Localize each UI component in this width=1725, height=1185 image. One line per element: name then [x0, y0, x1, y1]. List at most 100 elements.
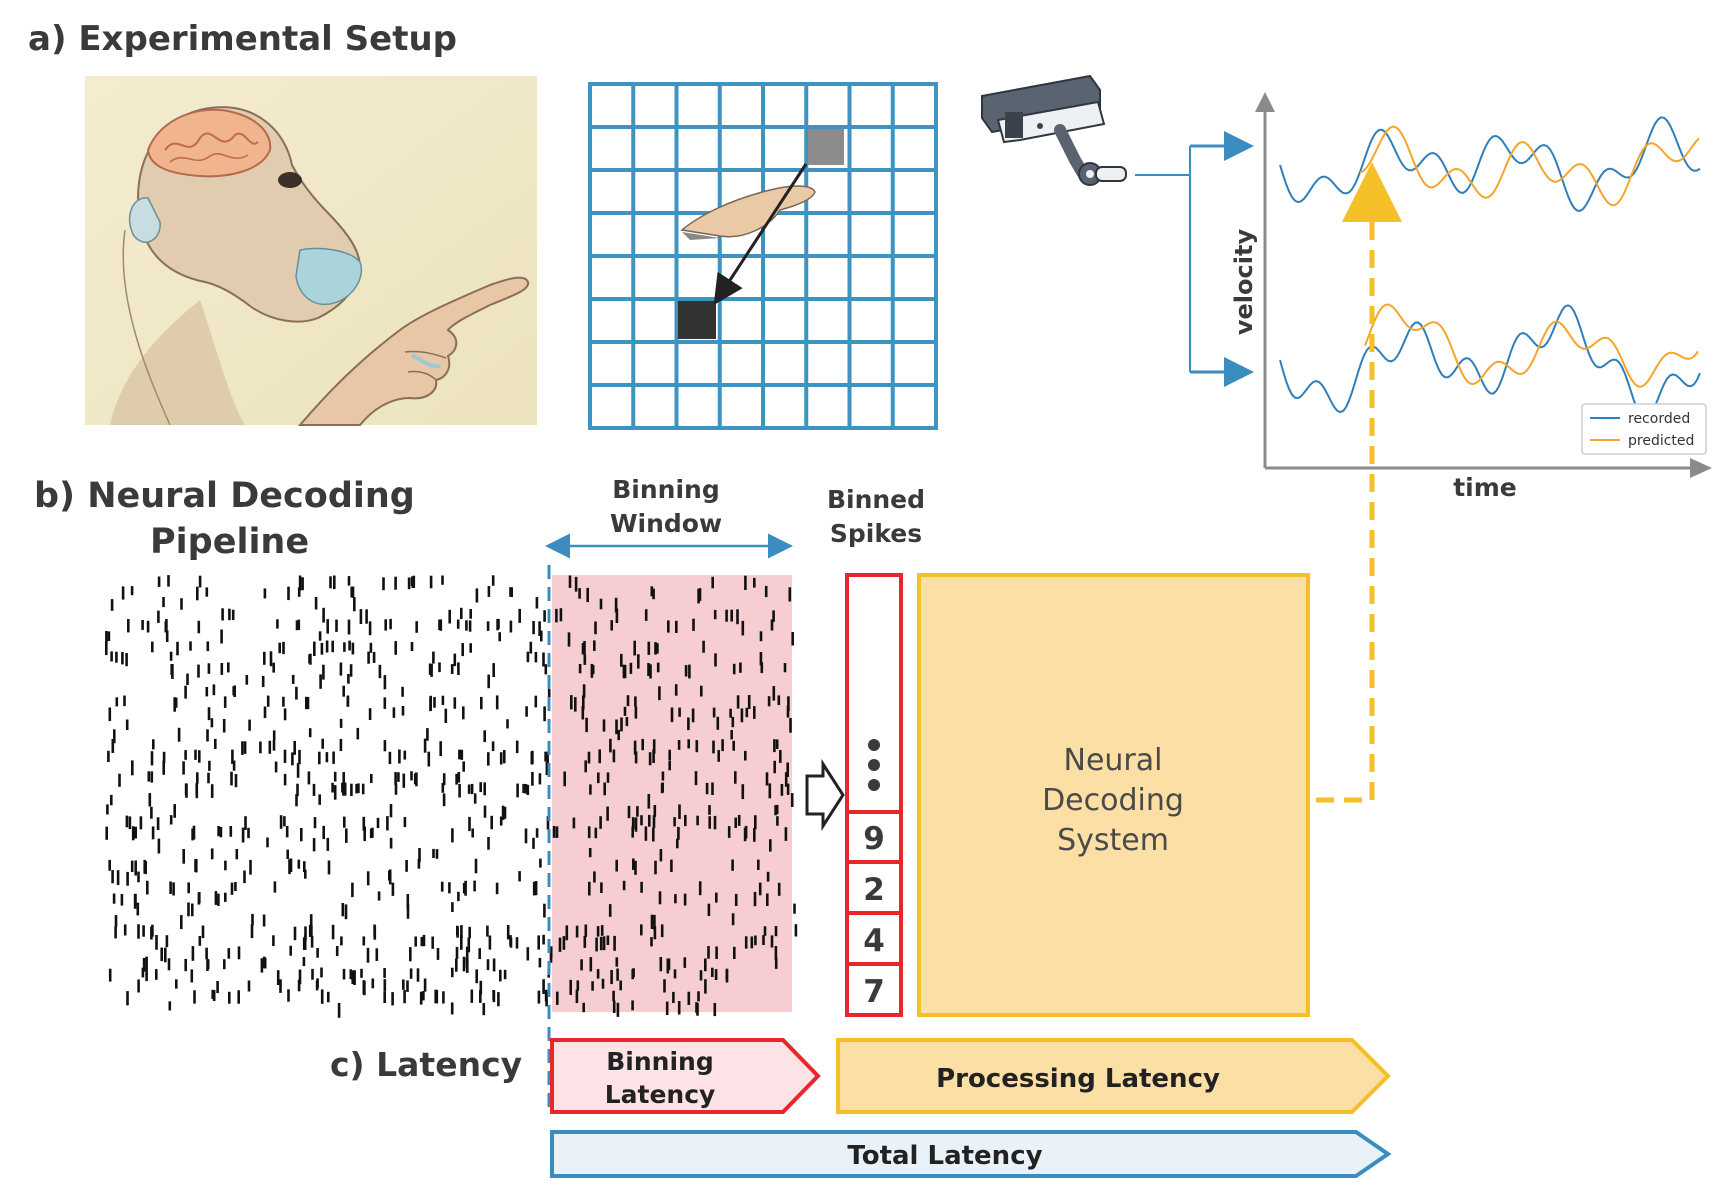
- spike-tick: [230, 882, 234, 895]
- spike-tick: [462, 883, 466, 894]
- spike-tick: [333, 771, 337, 782]
- spike-tick: [211, 989, 214, 999]
- spike-tick: [483, 730, 486, 743]
- spike-tick: [744, 750, 747, 761]
- spike-tick: [532, 881, 536, 896]
- spike-tick: [245, 675, 249, 685]
- spike-tick: [416, 968, 420, 982]
- spike-tick: [198, 575, 202, 588]
- spike-tick: [307, 771, 311, 785]
- spike-tick: [675, 620, 678, 633]
- spike-tick: [634, 751, 638, 764]
- start-target: [808, 129, 844, 165]
- spike-tick: [615, 859, 618, 872]
- spike-tick: [237, 990, 240, 1004]
- spike-tick: [373, 926, 377, 940]
- bin-value: 7: [863, 974, 885, 1010]
- spike-tick: [196, 586, 199, 601]
- spike-tick: [601, 978, 605, 989]
- spike-tick: [363, 826, 366, 842]
- spike-tick: [649, 664, 652, 679]
- spike-tick: [389, 618, 392, 630]
- spike-tick: [486, 621, 490, 631]
- spike-tick: [442, 991, 445, 1004]
- spike-tick: [715, 946, 718, 959]
- spike-tick: [110, 651, 113, 662]
- spike-tick: [667, 620, 670, 633]
- spike-tick: [274, 761, 278, 773]
- ellipsis-dot: [868, 759, 880, 771]
- spike-tick: [349, 969, 353, 980]
- spike-tick: [383, 968, 386, 978]
- spike-tick: [697, 991, 700, 1002]
- spike-tick: [276, 970, 280, 985]
- spike-tick: [310, 935, 314, 948]
- decoder-label-1: Neural: [1064, 743, 1163, 778]
- spike-tick: [402, 979, 405, 990]
- spike-tick: [309, 914, 313, 927]
- section-b-title-line2: Pipeline: [150, 522, 309, 562]
- spike-tick: [463, 957, 466, 968]
- spike-tick: [422, 934, 426, 947]
- spike-tick: [343, 782, 347, 796]
- spike-tick: [295, 794, 298, 807]
- spike-tick: [545, 991, 548, 1007]
- spike-tick: [125, 653, 128, 667]
- spike-tick: [243, 741, 247, 754]
- spike-tick: [423, 978, 427, 992]
- spike-tick: [392, 707, 396, 718]
- spike-tick: [316, 978, 319, 989]
- spike-tick: [684, 814, 687, 827]
- spike-tick: [457, 772, 461, 783]
- spike-tick: [663, 979, 666, 993]
- bin-value: 4: [863, 923, 885, 959]
- spike-tick: [496, 619, 499, 631]
- spike-tick: [283, 773, 287, 786]
- spike-tick: [791, 632, 794, 646]
- spike-tick: [141, 967, 145, 978]
- spike-tick: [331, 640, 334, 653]
- spike-tick: [603, 782, 606, 796]
- spike-tick: [526, 784, 530, 795]
- spike-tick: [360, 968, 363, 978]
- spike-tick: [438, 619, 441, 630]
- spike-tick: [394, 783, 398, 795]
- spike-tick: [589, 784, 592, 795]
- spike-tick: [708, 816, 711, 829]
- spike-tick: [465, 946, 469, 962]
- section-c-title: c) Latency: [330, 1045, 522, 1084]
- spike-tick: [759, 631, 763, 642]
- spike-tick: [640, 924, 643, 936]
- spike-tick: [118, 773, 121, 787]
- spike-tick: [687, 739, 690, 749]
- spike-tick: [793, 903, 796, 914]
- spike-tick: [322, 825, 325, 840]
- spike-tick: [700, 685, 703, 697]
- spike-tick: [483, 782, 486, 796]
- spike-tick: [534, 695, 538, 708]
- spike-tick: [542, 934, 545, 945]
- spike-tick: [779, 750, 782, 763]
- spike-tick: [167, 575, 170, 587]
- spike-tick: [740, 708, 744, 723]
- spike-tick: [228, 991, 231, 1004]
- spike-tick: [721, 739, 724, 752]
- spike-tick: [744, 936, 748, 949]
- spike-tick: [464, 880, 467, 896]
- spike-tick: [581, 706, 585, 720]
- binning-latency-label-2: Latency: [605, 1080, 716, 1109]
- spike-tick: [552, 826, 556, 838]
- spike-tick: [162, 597, 165, 608]
- spike-tick: [438, 662, 441, 673]
- spike-tick: [394, 641, 397, 655]
- spike-tick: [106, 804, 109, 815]
- spike-tick: [790, 793, 794, 807]
- spike-tick: [466, 958, 469, 973]
- spike-tick: [631, 826, 634, 838]
- ellipsis-dot: [868, 739, 880, 751]
- spike-tick: [457, 662, 460, 675]
- spike-tick: [773, 739, 776, 753]
- spike-tick: [677, 826, 680, 840]
- spike-tick: [497, 992, 500, 1007]
- spike-tick: [268, 740, 272, 754]
